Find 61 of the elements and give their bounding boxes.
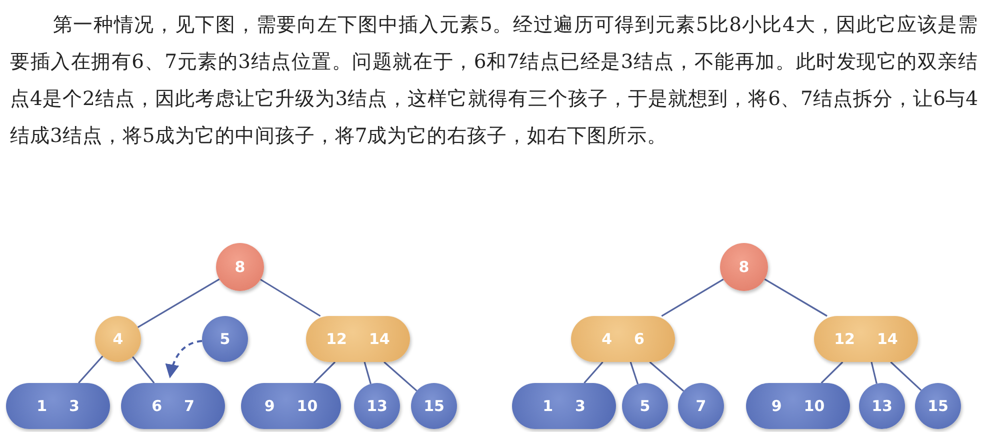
key-label: 12 — [326, 330, 347, 348]
tree-node-pill — [512, 383, 616, 429]
key-label: 14 — [877, 330, 898, 348]
key-label: 10 — [296, 397, 318, 415]
key-label: 4 — [602, 330, 612, 348]
tree-edge — [260, 278, 321, 317]
tree-node-pill — [241, 383, 341, 429]
key-label: 5 — [640, 397, 650, 415]
tree-edge — [661, 278, 724, 317]
tree-node-circle — [354, 383, 400, 429]
tree-edge — [132, 356, 155, 384]
tree-edge — [137, 278, 220, 328]
tree-edge — [313, 361, 336, 384]
key-label: 5 — [220, 330, 230, 348]
tree-edge — [820, 361, 844, 384]
tree-node-circle — [95, 316, 141, 362]
key-label: 3 — [69, 397, 80, 415]
tree-node-pill — [6, 383, 110, 429]
tree-node-circle — [915, 383, 961, 429]
tree-node-circle — [859, 383, 905, 429]
key-label: 7 — [184, 397, 194, 415]
key-label: 6 — [152, 397, 162, 415]
key-label: 13 — [366, 397, 388, 415]
tree-node-circle — [622, 383, 668, 429]
key-label: 15 — [928, 397, 948, 415]
tree-edge — [364, 362, 372, 384]
key-label: 1 — [542, 397, 553, 415]
tree-node-circle — [411, 383, 457, 429]
key-label: 13 — [872, 397, 892, 415]
tree-node-circle — [216, 243, 264, 291]
key-label: 12 — [834, 330, 855, 348]
tree-edge — [870, 362, 878, 384]
tree-edge — [630, 362, 639, 384]
key-label: 8 — [234, 258, 246, 276]
tree-node-pill — [306, 316, 410, 362]
tree-node-circle — [720, 243, 768, 291]
tree-node-pill — [746, 383, 850, 429]
tree-edge — [584, 361, 604, 384]
tree-node-pill — [121, 383, 225, 429]
tree-edge — [649, 361, 684, 392]
tree-node-circle — [202, 316, 248, 362]
tree-node-pill — [571, 316, 675, 362]
key-label: 15 — [424, 397, 444, 415]
key-label: 10 — [804, 397, 825, 415]
key-label: 9 — [264, 397, 275, 415]
paragraph: 第一种情况，见下图，需要向左下图中插入元素5。经过遍历可得到元素5比8小比4大，因此它应该是需要插入在拥有6、7元素的3结点位置。问题就在于，6和7结点已经是3结点，不能再加。此时发现它的双亲结点4是个2结点，因此考虑让它升级为3结点，这样它就得有三个孩子，于是就想到，将6、7结点拆分，让6与4结成3结点，将5成为它的中间孩子，将7成为它的右孩子，如右下图所示。 — [10, 12, 978, 149]
key-label: 9 — [771, 397, 782, 415]
key-label: 6 — [634, 330, 644, 348]
key-label: 8 — [738, 258, 750, 276]
tree-edge — [890, 361, 922, 391]
key-label: 3 — [575, 397, 586, 415]
key-label: 4 — [112, 330, 124, 348]
tree-edge — [384, 361, 418, 392]
tree-edge — [764, 278, 828, 317]
tree-node-circle — [678, 383, 724, 429]
tree-edge — [78, 356, 104, 384]
key-label: 14 — [369, 330, 390, 348]
key-label: 1 — [36, 397, 47, 415]
tree-node-pill — [814, 316, 918, 362]
dashed-arrow — [166, 340, 202, 378]
key-label: 7 — [696, 397, 706, 415]
